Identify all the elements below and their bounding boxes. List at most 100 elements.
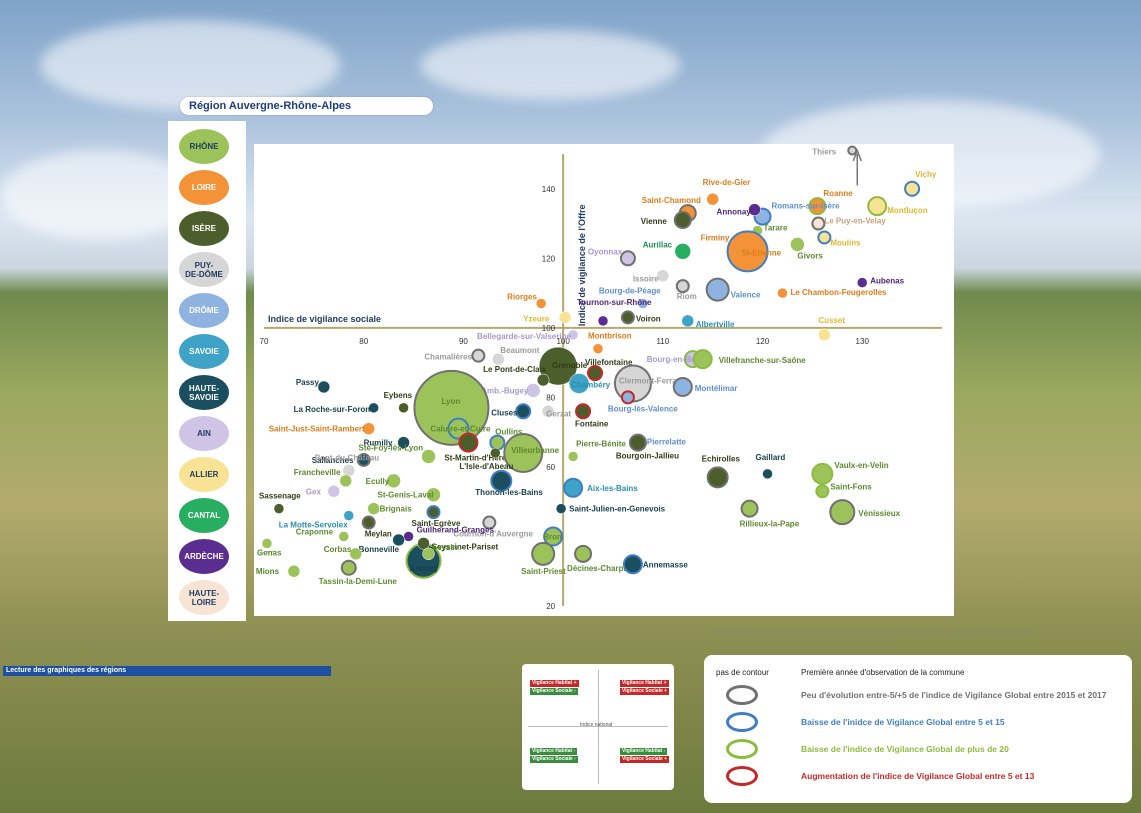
bubble-label: Bonneville	[359, 545, 400, 554]
contour-label: Augmentation de l'indice de Vigilance Gl…	[801, 771, 1035, 781]
bubble	[726, 230, 769, 273]
bubble	[392, 533, 405, 547]
bubble	[458, 432, 479, 453]
bubble	[471, 348, 486, 363]
bubble	[515, 403, 532, 420]
tag-sociale-plus: Vigilance Sociale +	[620, 756, 670, 763]
bubble-label: Saint-Egrève	[412, 519, 461, 528]
bubble-label: Grenoble	[552, 361, 588, 370]
bubble-label: Saint-Fons	[830, 482, 872, 491]
bubble-label: Thonon-les-Bains	[475, 488, 543, 497]
bubble	[568, 373, 590, 394]
x-tick-label: 90	[459, 337, 468, 346]
bubble	[417, 537, 430, 550]
contour-ring	[726, 685, 758, 705]
bubble-label: Guilherand-Granges	[417, 525, 495, 534]
bubble-label: Décines-Charpieu	[567, 564, 635, 573]
bubble	[637, 298, 649, 309]
bubble	[368, 402, 379, 414]
bubble-label: Le Puy-en-Velay	[824, 217, 886, 226]
bubble-label: La Roche-sur-Foron	[294, 405, 371, 414]
bubble-label: Cournon-d'Auvergne	[453, 530, 533, 539]
bubble-label: Romans-sur-Isère	[772, 202, 841, 211]
legend-savoie: SAVOIE	[179, 334, 229, 369]
bubble-label: Cusset	[818, 316, 845, 325]
bubble	[489, 434, 506, 451]
bubble-label: St-Genis-Laval	[378, 491, 434, 500]
bubble-label: Beaumont	[500, 346, 539, 355]
bubble	[555, 503, 567, 514]
bubble-label: Tournon-sur-Rhône	[577, 298, 652, 307]
guide-vertical-axis	[598, 670, 599, 784]
bubble	[273, 503, 285, 514]
bubble-label: Moulins	[830, 238, 861, 247]
bubble	[386, 473, 401, 489]
bubble	[525, 383, 541, 398]
bubble	[413, 369, 490, 446]
bubble	[656, 269, 670, 282]
bubble-label: Oyonnax	[588, 247, 623, 256]
bubble-label: Feyzin	[433, 543, 458, 552]
bubble	[536, 373, 550, 387]
bubble-label: Villefranche-sur-Saône	[719, 356, 807, 365]
guide-horizontal-axis	[528, 726, 668, 727]
bubble	[628, 433, 647, 452]
bubble-label: St-Martin-d'Hères	[444, 454, 511, 463]
bubble-label: Aix-les-Bains	[587, 484, 638, 493]
bubble	[672, 376, 693, 397]
bubble-label: Thiers	[812, 148, 837, 157]
bubble	[422, 547, 435, 561]
bubble	[338, 531, 350, 542]
legend-allier: ALLIER	[179, 457, 229, 492]
bubble-label: Seyssinet-Pariset	[432, 542, 499, 551]
bubble-label: Pierre-Bénite	[576, 439, 626, 448]
x-tick-label: 80	[359, 337, 368, 346]
bubble-label: Saint-Priest	[521, 567, 566, 576]
y-tick-label: 20	[546, 602, 555, 611]
bubble	[482, 515, 497, 530]
bubble-label: Tassin-la-Demi-Lune	[319, 577, 398, 586]
tag-habitat-plus: Vigilance Habitat +	[620, 680, 669, 687]
bubble-label: Mions	[256, 567, 280, 576]
bubble	[592, 343, 604, 354]
bubble	[575, 403, 592, 420]
bubble-label: Cluses	[491, 408, 518, 417]
x-tick-label: 130	[856, 337, 870, 346]
bubble-label: Aubenas	[870, 277, 904, 286]
bubble-label: Aurillac	[643, 240, 673, 249]
bubble-label: Clermont-Ferrand	[619, 376, 687, 385]
bubble-label: Valence	[731, 291, 761, 300]
bubble-label: Villefontaine	[585, 358, 633, 367]
bubble-label: St-Etienne	[742, 248, 782, 257]
bubble	[811, 216, 826, 231]
bubble	[847, 145, 858, 156]
bubble	[762, 468, 773, 480]
bubble-label: Givors	[797, 251, 823, 260]
bubble	[563, 477, 584, 498]
bubble-label: Corbas	[324, 545, 352, 554]
bubble-label: Rive-de-Gier	[703, 178, 751, 187]
bubble-label: Saint-Chamond	[642, 196, 701, 205]
annotation-arrow: ←----	[258, 547, 277, 556]
bubble-label: Saint-Just-Saint-Rambert	[269, 425, 365, 434]
bubble-label: Albertville	[696, 320, 735, 329]
bubble	[541, 405, 555, 418]
bubble-label: Montluçon	[887, 206, 928, 215]
bubble-label: Montbrison	[588, 332, 632, 341]
bubble-label: Issoire	[633, 275, 659, 284]
bubble	[490, 447, 501, 459]
bubble	[619, 250, 636, 267]
reading-guide: Indice national Vigilance Habitat + Vigi…	[522, 664, 674, 790]
bubble	[397, 436, 410, 449]
bubble-label: Echirolles	[702, 454, 741, 463]
bubble	[426, 505, 441, 520]
reading-title: Lecture des graphiques des régions	[3, 666, 331, 676]
legend-drôme: DRÔME	[179, 293, 229, 328]
bubble	[567, 451, 579, 462]
bubble	[829, 499, 856, 526]
bubble-label: Sassenage	[259, 492, 301, 501]
empty-bubbles-note: Les bulles vides concernent les villes d…	[710, 630, 1030, 637]
tag-sociale-plus: Vigilance Sociale +	[620, 688, 670, 695]
y-tick-label: 100	[542, 324, 556, 333]
bubble-label: Chamalières	[424, 353, 472, 362]
